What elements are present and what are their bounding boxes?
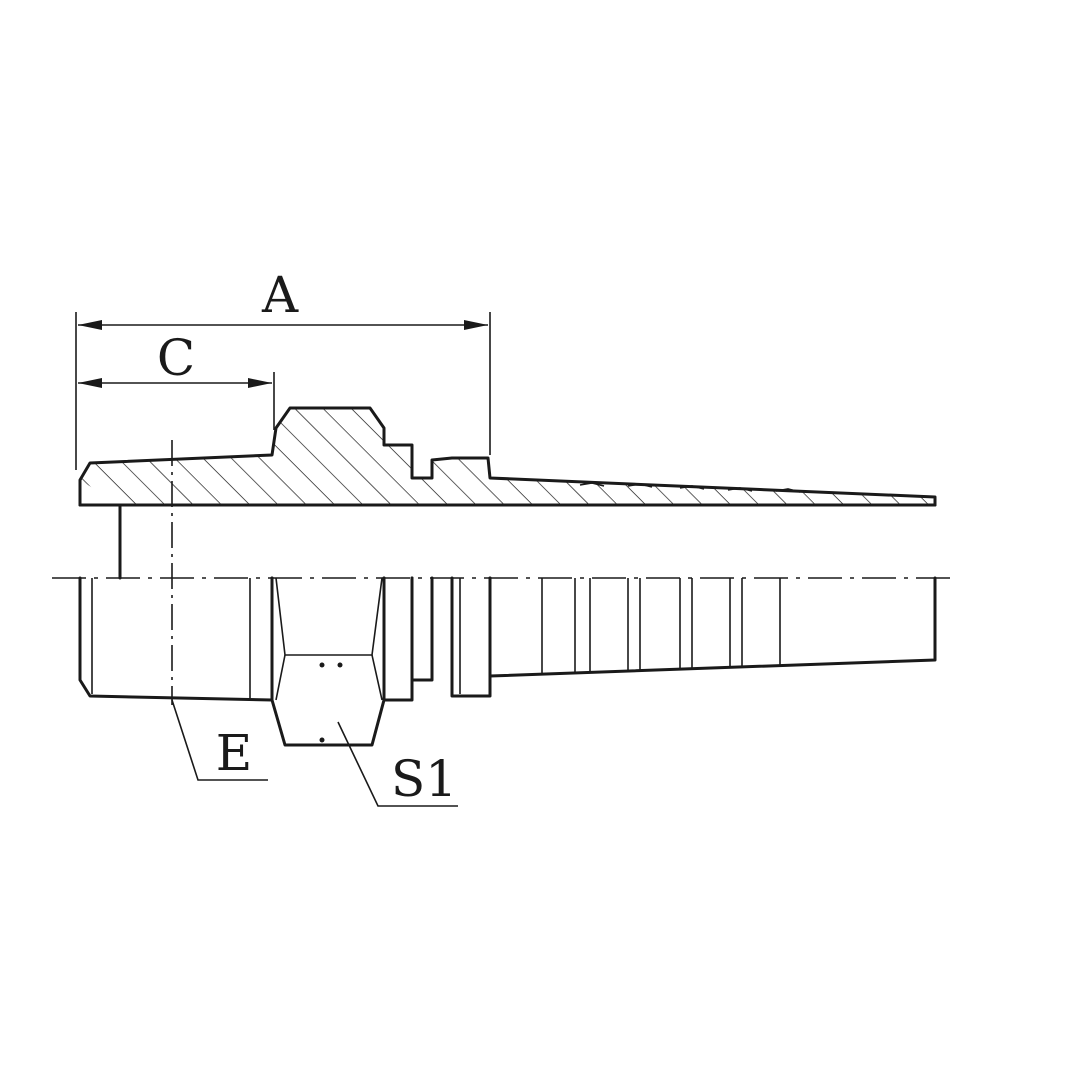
thread-end-outline [78, 576, 274, 702]
arrow-c-left [78, 378, 102, 388]
barb-bumps [579, 482, 801, 493]
leader-e [171, 699, 268, 781]
groove [410, 576, 434, 682]
barb-rings [541, 578, 781, 674]
label-e: E [216, 724, 253, 782]
arrow-c-right [248, 378, 272, 388]
upper-section-hatch [80, 408, 935, 505]
collar [382, 576, 414, 702]
hex-nut-dots [319, 662, 343, 743]
barb-tail-outline [488, 576, 937, 678]
dimension-label-a: A [261, 266, 299, 324]
flange [450, 576, 492, 698]
hex-nut-flat [275, 654, 383, 701]
hex-nut-chamfer [275, 577, 383, 656]
hex-nut [270, 576, 386, 747]
upper-outer-contour [78, 406, 937, 507]
dimension-label-c: C [157, 329, 195, 387]
leader-s1 [337, 721, 458, 807]
label-s1: S1 [391, 750, 457, 808]
arrow-a-right [464, 320, 488, 330]
arrow-a-left [78, 320, 102, 330]
